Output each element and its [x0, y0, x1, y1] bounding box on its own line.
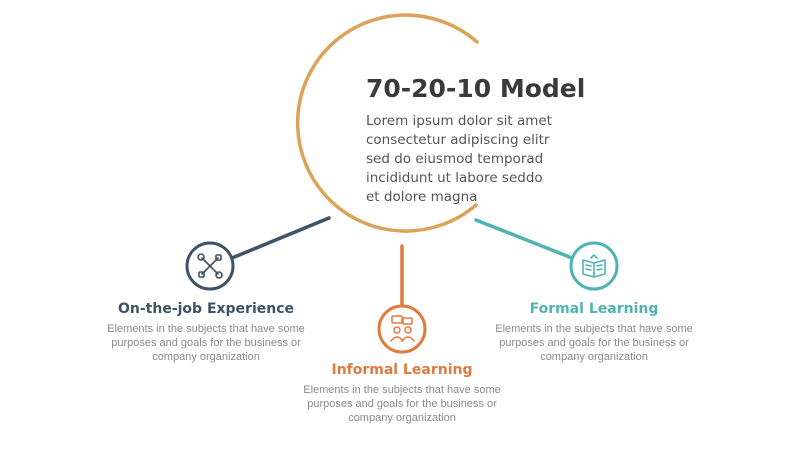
model-title: 70-20-10 Model [366, 74, 586, 103]
item-description-line: purposes and goals for the business or [307, 398, 497, 410]
discussion-icon [390, 315, 415, 342]
main-ring [295, 13, 479, 233]
connector-job [230, 216, 331, 260]
item-description-formal: Elements in the subjects that have some … [474, 322, 714, 364]
item-description-line: purposes and goals for the business or [499, 337, 689, 349]
item-description-line: company organization [540, 351, 648, 363]
item-description-line: Elements in the subjects that have some [303, 384, 501, 396]
description-line: incididunt ut labore seddo [366, 170, 543, 186]
item-description-line: company organization [348, 412, 456, 424]
item-label-formal: Formal Learning [529, 301, 659, 317]
item-description-line: purposes and goals for the business or [111, 337, 301, 349]
description-line: et dolore magna [366, 189, 478, 205]
item-label-job: On-the-job Experience [117, 301, 295, 317]
node-formal [569, 241, 619, 291]
node-informal [377, 304, 427, 354]
item-description-job: Elements in the subjects that have some … [86, 322, 326, 364]
description-line: Lorem ipsum dolor sit amet [366, 113, 552, 129]
model-description: Lorem ipsum dolor sit amet consectetur a… [366, 112, 596, 207]
description-line: sed do eiusmod temporad [366, 151, 544, 167]
open-book-icon [582, 254, 606, 278]
item-label-informal: Informal Learning [331, 362, 473, 378]
item-description-informal: Elements in the subjects that have some … [282, 383, 522, 425]
tools-icon [197, 253, 223, 279]
connector-formal [474, 218, 574, 260]
item-description-line: Elements in the subjects that have some [495, 323, 693, 335]
item-description-line: company organization [152, 351, 260, 363]
description-line: consectetur adipiscing elitr [366, 132, 550, 148]
item-description-line: Elements in the subjects that have some [107, 323, 305, 335]
node-job [185, 241, 235, 291]
